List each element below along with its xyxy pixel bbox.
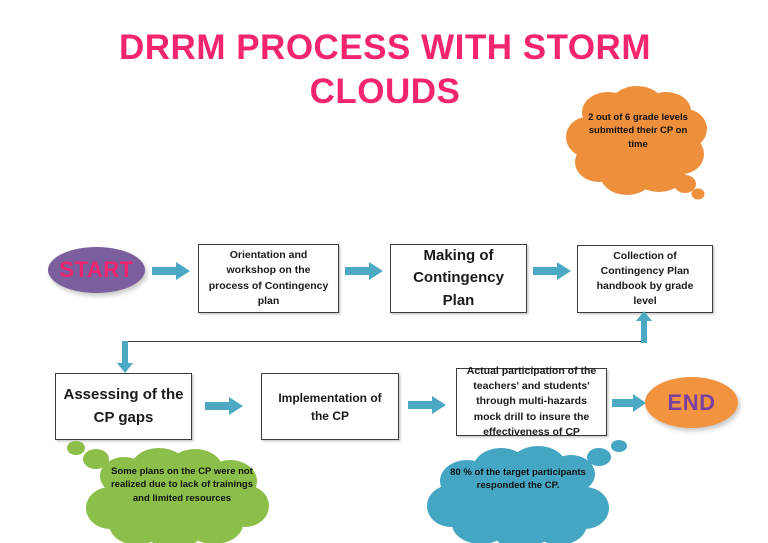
- step-box-orientation[interactable]: Orientation and workshop on the process …: [198, 244, 339, 313]
- arrow-start-to-orientation: [152, 262, 192, 280]
- end-terminator[interactable]: END: [645, 377, 738, 428]
- cloud-green-text: Some plans on the CP were not realized d…: [110, 466, 253, 504]
- step-box-assessing-gaps[interactable]: Assessing of the CP gaps: [55, 373, 192, 440]
- step-box-implementation[interactable]: Implementation of the CP: [261, 373, 399, 440]
- arrow-down-into-assessing: [117, 341, 133, 373]
- connector-line-horizontal: [124, 341, 644, 343]
- cloud-teal-text: 80 % of the target participants responde…: [450, 467, 586, 492]
- step-box-mock-drill-label: Actual participation of the teachers' an…: [466, 364, 597, 438]
- step-box-making-cp[interactable]: Making of Contingency Plan: [390, 244, 527, 313]
- arrow-orientation-to-making: [345, 262, 385, 280]
- step-box-making-cp-label: Making of Contingency Plan: [413, 246, 504, 309]
- step-box-implementation-label: Implementation of the CP: [278, 390, 382, 423]
- end-label: END: [667, 389, 716, 415]
- arrow-making-to-collection: [533, 262, 573, 280]
- start-label: START: [59, 257, 134, 282]
- step-box-mock-drill[interactable]: Actual participation of the teachers' an…: [456, 365, 607, 438]
- arrow-assessing-to-implementation: [205, 397, 245, 415]
- step-box-collection-cp-label: Collection of Contingency Plan handbook …: [596, 249, 694, 308]
- step-box-orientation-label: Orientation and workshop on the process …: [208, 249, 329, 307]
- cloud-teal: 80 % of the target participants responde…: [423, 436, 633, 543]
- cloud-green: Some plans on the CP were not realized d…: [62, 436, 272, 543]
- arrow-implementation-to-mockdrill: [408, 396, 448, 414]
- cloud-orange: 2 out of 6 grade levels submitted their …: [563, 84, 715, 200]
- page-title: DRRM PROCESS WITH STORM CLOUDS: [119, 28, 651, 111]
- step-box-assessing-gaps-label: Assessing of the CP gaps: [63, 386, 184, 426]
- arrow-mockdrill-to-end: [612, 394, 648, 412]
- cloud-orange-text: 2 out of 6 grade levels submitted their …: [588, 112, 688, 150]
- step-box-collection-cp[interactable]: Collection of Contingency Plan handbook …: [577, 245, 713, 313]
- start-terminator[interactable]: START: [48, 247, 145, 293]
- arrow-up-into-collection: [636, 311, 652, 343]
